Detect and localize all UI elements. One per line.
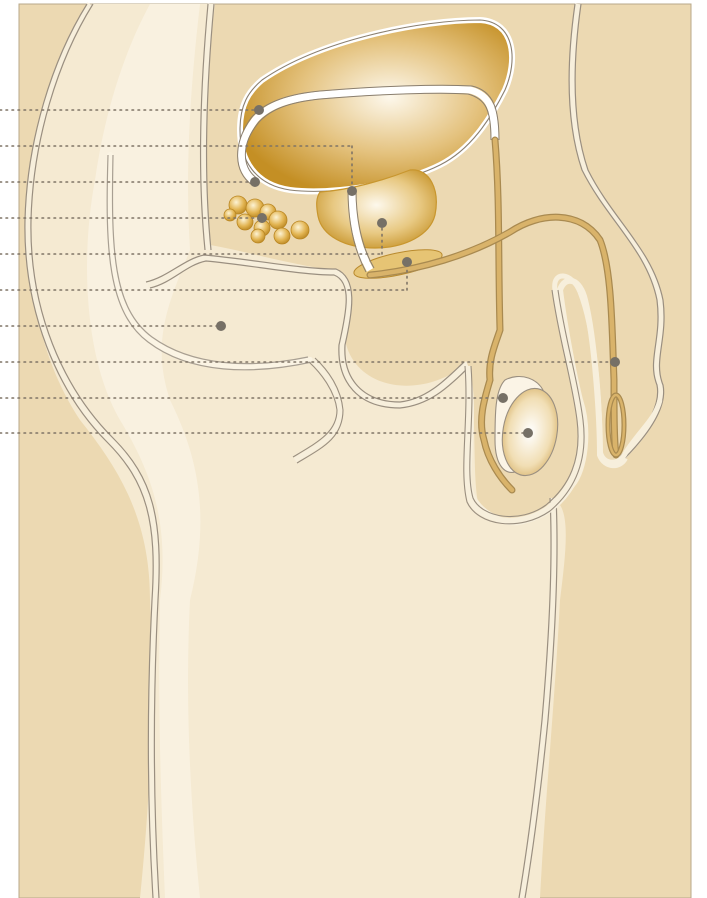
marker-seminal-vesicle	[250, 177, 260, 187]
marker-epididymis	[498, 393, 508, 403]
marker-ureter	[347, 186, 357, 196]
marker-pubic-bone	[216, 321, 226, 331]
marker-bladder	[254, 105, 264, 115]
marker-vas-deferens	[610, 357, 620, 367]
vesicle-bead	[291, 221, 309, 239]
vesicle-bead	[269, 211, 287, 229]
marker-testis	[523, 428, 533, 438]
marker-ejaculatory-duct	[402, 257, 412, 267]
vesicle-bead	[251, 229, 265, 243]
vesicle-bead	[274, 228, 290, 244]
marker-fat-cluster	[257, 213, 267, 223]
marker-prostate	[377, 218, 387, 228]
vesicle-bead	[237, 214, 253, 230]
vesicle-bead	[224, 209, 236, 221]
